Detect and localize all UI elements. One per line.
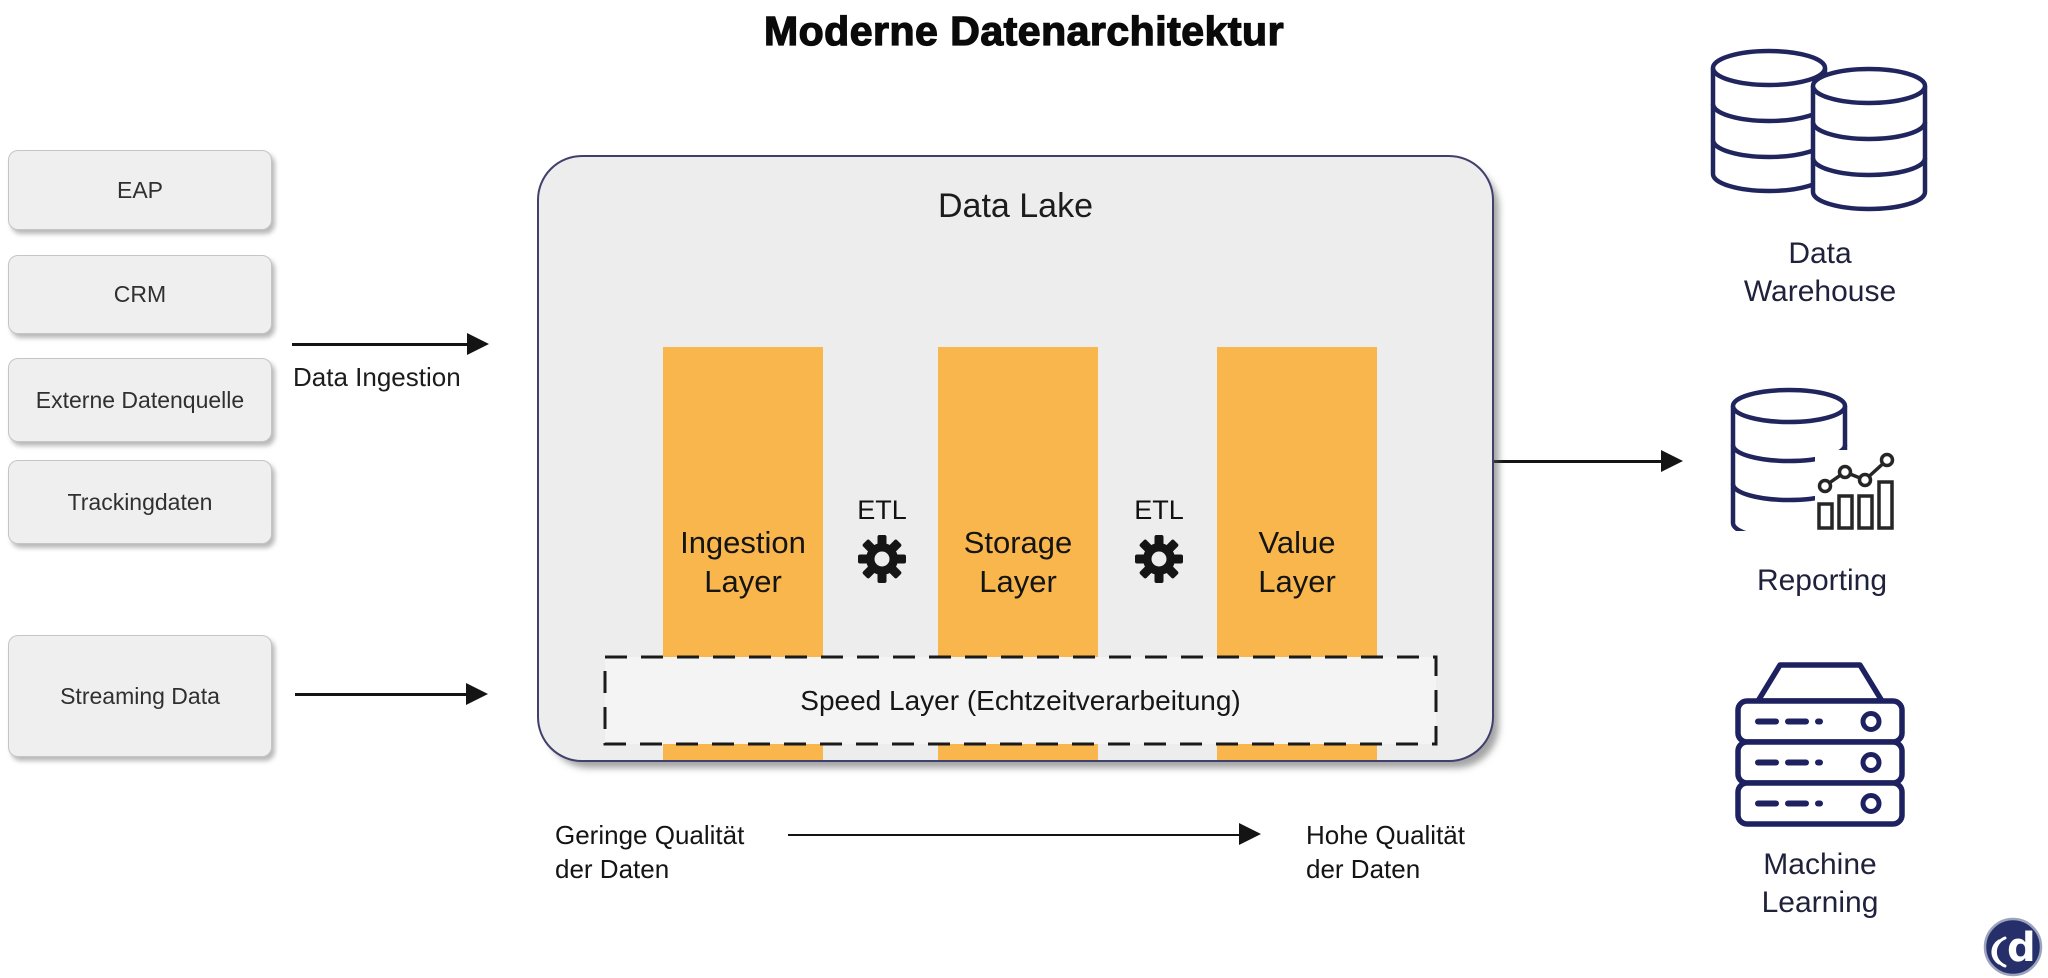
dashed-border [603,655,1438,746]
etl-step-1: ETL [822,495,942,591]
server-stack-icon [1735,662,1905,827]
database-warehouse-icon [1710,48,1928,212]
output-data-warehouse: Data Warehouse [1700,46,1940,311]
value-layer-label: Value Layer [1258,525,1336,600]
etl-label-1: ETL [857,495,907,525]
speed-layer-label: Speed Layer (Echtzeitverarbeitung) [800,684,1241,716]
bar-chart-icon [1817,452,1895,530]
quality-arrow-icon [788,823,1261,845]
quality-low-label: Geringe Qualität der Daten [555,820,745,885]
etl-step-2: ETL [1099,495,1219,591]
etl-label-2: ETL [1134,495,1184,525]
gear-icon [858,535,906,583]
streaming-arrow-icon [295,683,488,705]
quality-high-label: Hohe Qualität der Daten [1306,820,1465,885]
page-title: Moderne Datenarchitektur [763,7,1285,54]
source-label-streaming-data: Streaming Data [60,682,220,709]
output-arrow-icon [1494,450,1683,472]
source-box-eap: EAP [8,150,272,230]
storage-layer-label: Storage Layer [963,525,1073,600]
data-warehouse-label: Data Warehouse [1743,237,1897,309]
source-box-streaming-data: Streaming Data [8,635,272,757]
data-lake-title: Data Lake [938,187,1093,225]
logo-letter: d [2007,925,2036,971]
data-lake-container: Data Lake Ingestion Layer Storage Layer … [537,155,1494,762]
source-label-trackingdaten: Trackingdaten [67,488,213,515]
source-box-crm: CRM [8,255,272,334]
output-machine-learning: Machine Learning [1700,655,1940,922]
brand-logo: d [1982,916,2044,978]
source-label-externe-datenquelle: Externe Datenquelle [35,386,245,413]
source-label-eap: EAP [116,176,164,203]
speed-layer-box: Speed Layer (Echtzeitverarbeitung) [603,655,1438,746]
reporting-label: Reporting [1756,564,1888,597]
source-box-externe-datenquelle: Externe Datenquelle [8,358,272,442]
source-box-trackingdaten: Trackingdaten [8,460,272,544]
ingestion-layer-label: Ingestion Layer [680,525,806,600]
database-reporting-icon [1730,387,1915,542]
data-ingestion-arrow-icon [292,333,489,355]
gear-icon [1135,535,1183,583]
data-ingestion-label: Data Ingestion [293,362,461,392]
source-label-crm: CRM [113,281,167,307]
output-reporting: Reporting [1712,386,1932,600]
logo-icon: d [1983,917,2043,977]
machine-learning-label: Machine Learning [1761,848,1879,920]
